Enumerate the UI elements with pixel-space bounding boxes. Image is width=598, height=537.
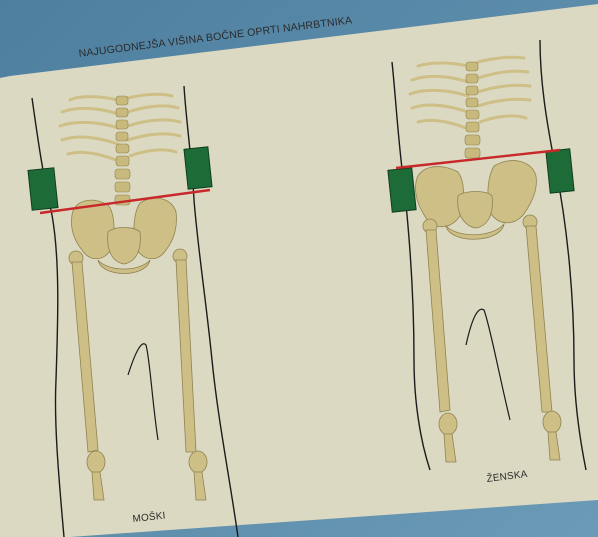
male-line-upper (40, 190, 210, 213)
male-pad-left (28, 168, 58, 210)
male-spine (115, 96, 130, 205)
male-pelvis (71, 198, 176, 273)
male-pad-right (184, 147, 212, 189)
female-figure (388, 40, 586, 470)
male-crotch-outline (128, 344, 158, 440)
male-legs (69, 249, 207, 500)
female-pad-right (546, 149, 574, 193)
female-spine (465, 62, 480, 158)
male-figure (28, 86, 238, 537)
female-body-outline-left (392, 62, 430, 470)
female-crotch-outline (466, 309, 510, 420)
male-body-outline-left (32, 98, 64, 537)
female-pad-left (388, 168, 416, 212)
